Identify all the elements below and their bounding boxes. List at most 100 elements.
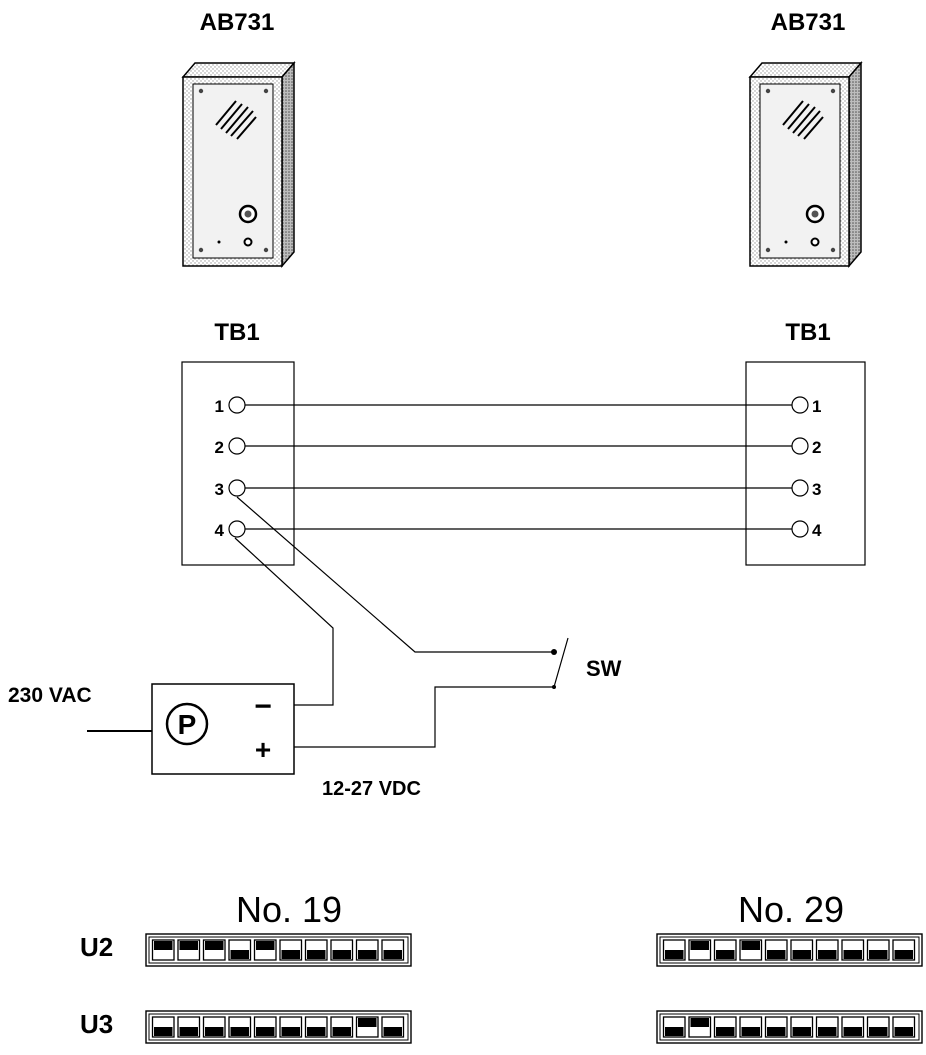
switch-label: SW (586, 656, 622, 681)
left-terminal-2 (228, 437, 246, 455)
led-icon (810, 237, 820, 247)
dip-switch-position (892, 939, 916, 961)
dip-switch-position (841, 939, 865, 961)
dip-switch-position (815, 939, 839, 961)
left-terminal-number: 2 (215, 438, 224, 457)
dip-switch-position (764, 939, 788, 961)
switch-pivot (552, 685, 556, 689)
dip-switch-position (253, 1016, 277, 1038)
screw-icon (198, 88, 204, 94)
right-terminal-number: 4 (812, 521, 822, 540)
dip-switch-position (866, 939, 890, 961)
dip-switch-position (790, 1016, 814, 1038)
dip-switch-position (330, 1016, 354, 1038)
dip-switch-position (202, 1016, 226, 1038)
left-terminal-number: 3 (215, 480, 224, 499)
dip-switch-position (177, 1016, 201, 1038)
microphone-icon (784, 240, 788, 244)
screw-icon (830, 247, 836, 253)
dip-switch-right-u3 (656, 1010, 923, 1044)
dip-switch-position (739, 1016, 763, 1038)
dip-switch-position (815, 1016, 839, 1038)
left-terminal-block-label: TB1 (214, 319, 259, 346)
right-terminal-2 (791, 437, 809, 455)
left-device-title: AB731 (200, 9, 275, 36)
right-dip-title: No. 29 (738, 889, 844, 930)
dip-switch-position (688, 1016, 712, 1038)
negative-terminal-label: − (254, 690, 272, 723)
screw-icon (765, 88, 771, 94)
switch-blade (553, 637, 569, 688)
dip-switch-position (381, 939, 405, 961)
right-terminal-number: 3 (812, 480, 821, 499)
screw-icon (198, 247, 204, 253)
microphone-icon (217, 240, 221, 244)
switch-contact (551, 649, 557, 655)
dip-switch-position (866, 1016, 890, 1038)
power-supply-symbol: P (178, 709, 197, 740)
dip-switch-position (177, 939, 201, 961)
row-label-u2: U2 (80, 932, 113, 962)
right-device-title: AB731 (771, 9, 846, 36)
right-terminal-1 (791, 396, 809, 414)
dip-switch-position (790, 939, 814, 961)
screw-icon (263, 88, 269, 94)
dip-switch-position (381, 1016, 405, 1038)
dip-switch-right-u2 (656, 933, 923, 967)
dip-switch-position (355, 939, 379, 961)
dip-switch-left-u3 (145, 1010, 412, 1044)
dc-voltage-label: 12-27 VDC (322, 778, 421, 800)
left-dip-title: No. 19 (236, 889, 342, 930)
dip-switch-position (688, 939, 712, 961)
dip-switches-layer (145, 933, 923, 1044)
dip-switch-left-u2 (145, 933, 412, 967)
right-terminal-3 (791, 479, 809, 497)
right-intercom-device (748, 60, 863, 269)
dip-switch-position (330, 939, 354, 961)
dip-switch-position (228, 1016, 252, 1038)
right-terminal-block-label: TB1 (785, 319, 830, 346)
dip-switch-position (739, 939, 763, 961)
left-terminal-number: 1 (215, 397, 224, 416)
dip-switch-position (151, 1016, 175, 1038)
power-supply-icon (165, 702, 209, 746)
dip-switch-position (764, 1016, 788, 1038)
row-label-u3: U3 (80, 1009, 113, 1039)
dip-switch-position (279, 939, 303, 961)
right-terminal-number: 2 (812, 438, 821, 457)
mains-voltage-label: 230 VAC (8, 684, 92, 707)
left-terminal-3 (228, 479, 246, 497)
positive-terminal-label: + (255, 734, 271, 765)
left-terminal-number: 4 (215, 521, 225, 540)
left-terminal-4 (228, 520, 246, 538)
left-intercom-device (181, 60, 296, 269)
wire-power-negative (234, 537, 334, 706)
right-terminal-number: 1 (812, 397, 821, 416)
dip-switch-position (713, 1016, 737, 1038)
speaker-grille-icon (215, 100, 257, 140)
right-terminal-4 (791, 520, 809, 538)
screw-icon (765, 247, 771, 253)
wire-switch-feed (236, 496, 554, 653)
dip-switch-position (662, 939, 686, 961)
left-terminal-1 (228, 396, 246, 414)
dip-switch-position (892, 1016, 916, 1038)
dip-switch-position (713, 939, 737, 961)
screw-icon (830, 88, 836, 94)
dip-switch-position (841, 1016, 865, 1038)
dip-switch-position (279, 1016, 303, 1038)
dip-switch-position (228, 939, 252, 961)
screw-icon (263, 247, 269, 253)
dip-switch-position (202, 939, 226, 961)
wire-power-positive (294, 686, 554, 748)
dip-switch-position (253, 939, 277, 961)
dip-switch-position (662, 1016, 686, 1038)
speaker-grille-icon (782, 100, 824, 140)
led-icon (243, 237, 253, 247)
dip-switch-position (304, 1016, 328, 1038)
dip-switch-position (304, 939, 328, 961)
dip-switch-position (355, 1016, 379, 1038)
terminals-layer: 1 2 3 4 1 2 3 4 (215, 396, 822, 540)
